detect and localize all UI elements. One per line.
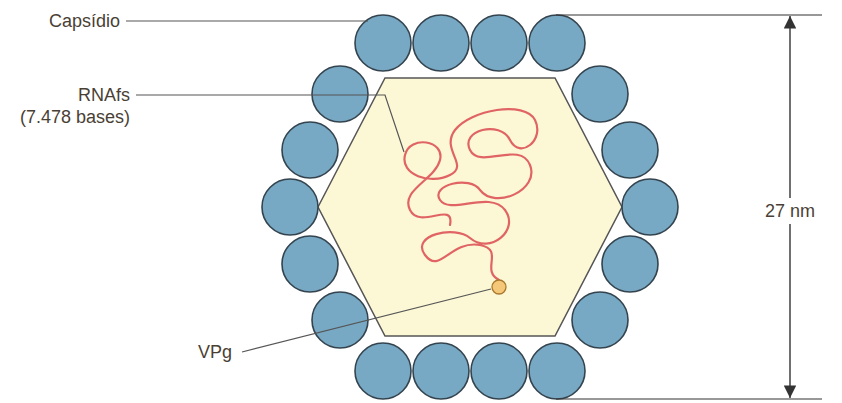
- capsomere: [572, 66, 628, 122]
- capsid-interior: [318, 78, 622, 336]
- capsomere: [312, 66, 368, 122]
- capsomere: [282, 236, 338, 292]
- capsomere: [355, 15, 411, 71]
- capsomere: [355, 343, 411, 399]
- capsomere: [572, 292, 628, 348]
- extension-line: [556, 14, 822, 15]
- capsomere: [413, 15, 469, 71]
- rna-strand: [404, 109, 537, 280]
- capsomere-ring: [262, 15, 678, 399]
- capsomere: [602, 236, 658, 292]
- leader-line: [242, 289, 491, 352]
- part-label: Capsídio: [49, 10, 120, 32]
- capsomere: [262, 179, 318, 235]
- part-label: RNAfs (7.478 bases): [2, 84, 130, 128]
- leader-line: [136, 95, 404, 152]
- leader-line: [126, 20, 368, 21]
- capsomere: [622, 179, 678, 235]
- capsomere: [529, 15, 585, 71]
- capsomere: [602, 122, 658, 178]
- capsomere: [471, 343, 527, 399]
- part-label: VPg: [198, 341, 232, 363]
- dimension-label: 27 nm: [761, 198, 819, 224]
- capsomere: [312, 292, 368, 348]
- capsomere: [529, 343, 585, 399]
- capsomere: [282, 122, 338, 178]
- vpg-protein: [492, 280, 506, 294]
- capsomere: [471, 15, 527, 71]
- capsomere: [413, 343, 469, 399]
- extension-line: [556, 398, 822, 399]
